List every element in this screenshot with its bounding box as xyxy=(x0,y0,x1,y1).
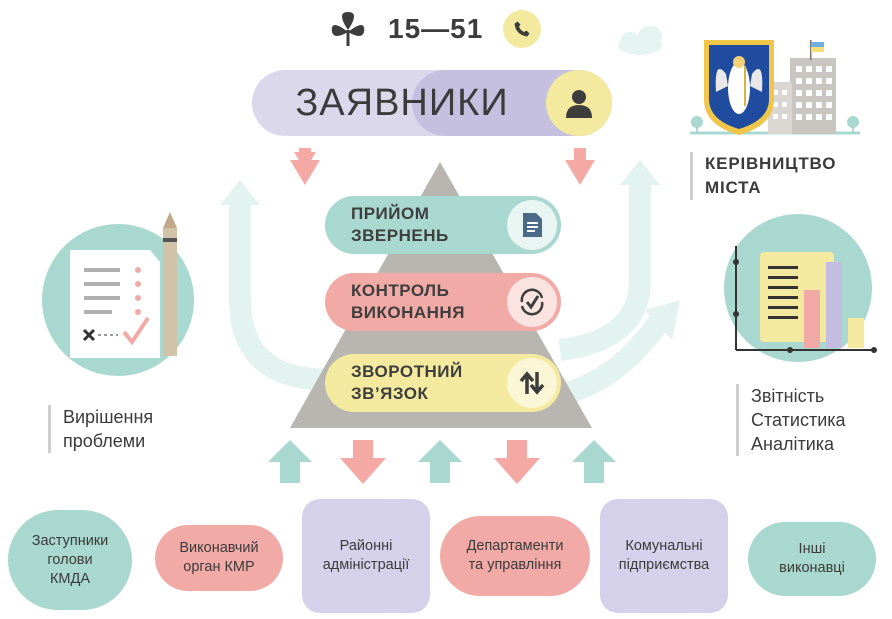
unit-district-administrations: Районні адміністрації xyxy=(302,499,430,613)
document-icon xyxy=(507,200,557,250)
unit-departments-line2: та управління xyxy=(468,557,562,573)
unit-deputy-heads-line3: КМДА xyxy=(49,570,91,587)
step-control-label: КОНТРОЛЬ ВИКОНАННЯ xyxy=(351,280,501,324)
unit-other-executors-line1: Інші xyxy=(798,541,826,557)
report-chart-icon xyxy=(724,214,877,362)
applicants-label: ЗАЯВНИКИ xyxy=(295,82,509,124)
step-feedback-line1: ЗВОРОТНИЙ xyxy=(351,362,463,381)
problem-solving-line2: проблеми xyxy=(63,431,146,451)
unit-deputy-heads: Заступники голови КМДА xyxy=(8,510,132,610)
left-curved-arrow-head xyxy=(220,180,260,205)
step-reception-label: ПРИЙОМ ЗВЕРНЕНЬ xyxy=(351,203,501,247)
reporting-arrow xyxy=(557,313,670,406)
city-leadership-line2: МІСТА xyxy=(705,178,762,197)
unit-departments: Департаменти та управління xyxy=(440,516,590,596)
unit-executive-body-line1: Виконавчий xyxy=(179,540,259,556)
up-down-arrows-icon xyxy=(507,358,557,408)
unit-communal-enterprises: Комунальні підприємства xyxy=(600,499,728,613)
unit-executive-body: Виконавчий орган КМР xyxy=(155,525,283,591)
step-reception: ПРИЙОМ ЗВЕРНЕНЬ xyxy=(325,196,561,254)
unit-executive-body-line2: орган КМР xyxy=(183,559,255,575)
step-control-line1: КОНТРОЛЬ xyxy=(351,281,450,300)
step-feedback-line2: ЗВ’ЯЗОК xyxy=(351,384,429,403)
phone-icon[interactable] xyxy=(503,10,542,48)
unit-other-executors: Інші виконавці xyxy=(748,522,876,596)
unit-district-administrations-line2: адміністрації xyxy=(322,557,410,573)
hotline-number: 15—51 xyxy=(388,13,484,44)
reporting-line3: Аналітика xyxy=(751,434,835,454)
chestnut-leaf-icon xyxy=(331,12,365,46)
unit-communal-enterprises-line1: Комунальні xyxy=(625,538,703,554)
problem-solving-label: Вирішення проблеми xyxy=(48,405,153,453)
person-icon xyxy=(546,70,612,136)
cloud-icon xyxy=(618,26,662,55)
step-control: КОНТРОЛЬ ВИКОНАННЯ xyxy=(325,273,561,331)
unit-deputy-heads-line1: Заступники xyxy=(31,532,109,549)
step-feedback-label: ЗВОРОТНИЙ ЗВ’ЯЗОК xyxy=(351,361,501,405)
unit-deputy-heads-line2: голови xyxy=(47,551,93,568)
city-leadership-label: КЕРІВНИЦТВО МІСТА xyxy=(690,152,836,200)
reporting-label: Звітність Статистика Аналітика xyxy=(736,384,846,456)
applicants-down-arrows xyxy=(290,148,595,185)
right-curved-arrow-head xyxy=(620,160,660,185)
unit-communal-enterprises-line2: підприємства xyxy=(618,557,710,573)
step-feedback: ЗВОРОТНИЙ ЗВ’ЯЗОК xyxy=(325,354,561,412)
step-reception-line2: ЗВЕРНЕНЬ xyxy=(351,226,449,245)
right-curved-arrow xyxy=(558,180,651,361)
unit-departments-line1: Департаменти xyxy=(466,538,564,554)
applicants-banner: ЗАЯВНИКИ xyxy=(252,70,612,136)
check-cycle-icon xyxy=(507,277,557,327)
city-leadership-line1: КЕРІВНИЦТВО xyxy=(705,154,837,173)
step-control-line2: ВИКОНАННЯ xyxy=(351,303,465,322)
reporting-line1: Звітність xyxy=(751,386,825,406)
unit-arrows xyxy=(268,440,616,484)
unit-district-administrations-line1: Районні xyxy=(339,538,393,554)
hotline: 15—51 xyxy=(328,10,542,48)
reporting-arrow-head xyxy=(645,300,680,340)
reporting-line2: Статистика xyxy=(751,410,846,430)
unit-other-executors-line2: виконавці xyxy=(779,560,845,576)
kyiv-coat-of-arms-icon xyxy=(704,40,774,135)
step-reception-line1: ПРИЙОМ xyxy=(351,204,430,223)
checklist-icon xyxy=(42,212,194,376)
problem-solving-line1: Вирішення xyxy=(63,407,154,427)
